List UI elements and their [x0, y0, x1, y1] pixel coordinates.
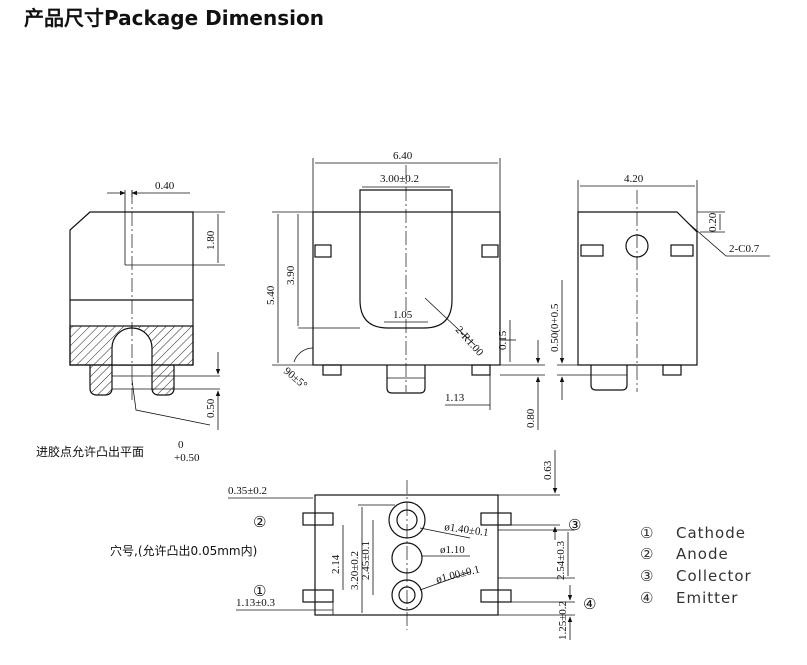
- dim-3.20: 3.20±0.2: [349, 551, 361, 590]
- right-view-body: [577, 211, 698, 366]
- dim-1.25: 1.25±0.2: [557, 601, 569, 640]
- dim-1.05: 1.05: [393, 309, 413, 321]
- legend-label-emitter: Emitter: [676, 589, 738, 607]
- dim-0.40: 0.40: [155, 180, 175, 192]
- pad-collector: [480, 512, 512, 526]
- dim-radius: 2-R1.00: [453, 324, 486, 359]
- dim-1.80: 1.80: [205, 230, 217, 250]
- dim-1.13: 1.13: [445, 392, 465, 404]
- pin-2-label: ②: [253, 513, 266, 531]
- dim-2.14: 2.14: [330, 554, 342, 574]
- pad-emitter: [480, 589, 512, 603]
- legend-label-anode: Anode: [676, 545, 729, 563]
- dim-0.63: 0.63: [542, 460, 554, 480]
- legend-num-3: ③: [640, 567, 654, 585]
- legend-num-4: ④: [640, 589, 654, 607]
- pad-anode: [302, 512, 334, 526]
- dim-lead-0.50: 0.50(0+0.5: [549, 303, 561, 352]
- dim-5.40: 5.40: [265, 285, 277, 305]
- legend-num-2: ②: [640, 545, 654, 563]
- dim-0.35: 0.35±0.2: [228, 485, 267, 497]
- dim-0.15: 0.15: [497, 330, 509, 350]
- dim-0.20: 0.20: [707, 212, 719, 232]
- legend-num-1: ①: [640, 524, 654, 542]
- dim-3.90: 3.90: [285, 265, 297, 285]
- right-view: 4.20 0.20 2-C0.7 0.50(0+0.5: [549, 173, 770, 400]
- note-tol-upper: 0: [178, 439, 184, 451]
- front-view-cavity: [359, 189, 453, 329]
- pin-1-label: ①: [253, 582, 266, 600]
- front-view-body: [312, 211, 501, 366]
- front-view: 6.40 3.00±0.2 5.40 3.90 1.05 2-R1.00 0.1…: [265, 150, 545, 430]
- legend-label-cathode: Cathode: [676, 524, 746, 542]
- dim-hole-bottom: ø1.00±0.1: [435, 563, 481, 585]
- bottom-view: 0.35±0.2 1.13±0.3 0.63 3.20±0.2 2.45±0.1…: [110, 450, 596, 640]
- pin-legend: ① Cathode ② Anode ③ Collector ④ Emitter: [640, 524, 752, 607]
- dim-4.20: 4.20: [624, 173, 644, 185]
- dim-chamfer: 2-C0.7: [729, 243, 760, 255]
- bottom-view-body: [314, 494, 499, 616]
- dim-hole-top: ø1.40±0.1: [444, 521, 490, 539]
- dim-2.54: 2.54±0.3: [555, 540, 567, 580]
- dim-6.40: 6.40: [393, 150, 413, 162]
- page-title: 产品尺寸Package Dimension: [24, 6, 324, 30]
- dim-0.80: 0.80: [525, 408, 537, 428]
- dim-angle: 90±5°: [281, 365, 309, 392]
- pin-3-label: ③: [568, 516, 581, 534]
- legend-label-collector: Collector: [676, 567, 752, 585]
- dim-foot-0.50: 0.50: [205, 398, 217, 418]
- pad-cathode: [302, 589, 334, 603]
- note-tol-lower: +0.50: [174, 452, 200, 464]
- pin-4-label: ④: [583, 595, 596, 613]
- left-view-note: 进胶点允许凸出平面: [36, 444, 144, 459]
- bottom-view-note: 穴号,(允许凸出0.05mm内): [110, 543, 257, 558]
- dim-3.00: 3.00±0.2: [380, 173, 419, 185]
- left-view: 0.40 1.80 0.50 进胶点允许凸出平面 0 +0.50: [36, 180, 225, 464]
- dim-hole-middle: ø1.10: [440, 544, 465, 556]
- dim-1.13-bottom: 1.13±0.3: [236, 597, 276, 609]
- dim-2.45: 2.45±0.1: [360, 541, 372, 580]
